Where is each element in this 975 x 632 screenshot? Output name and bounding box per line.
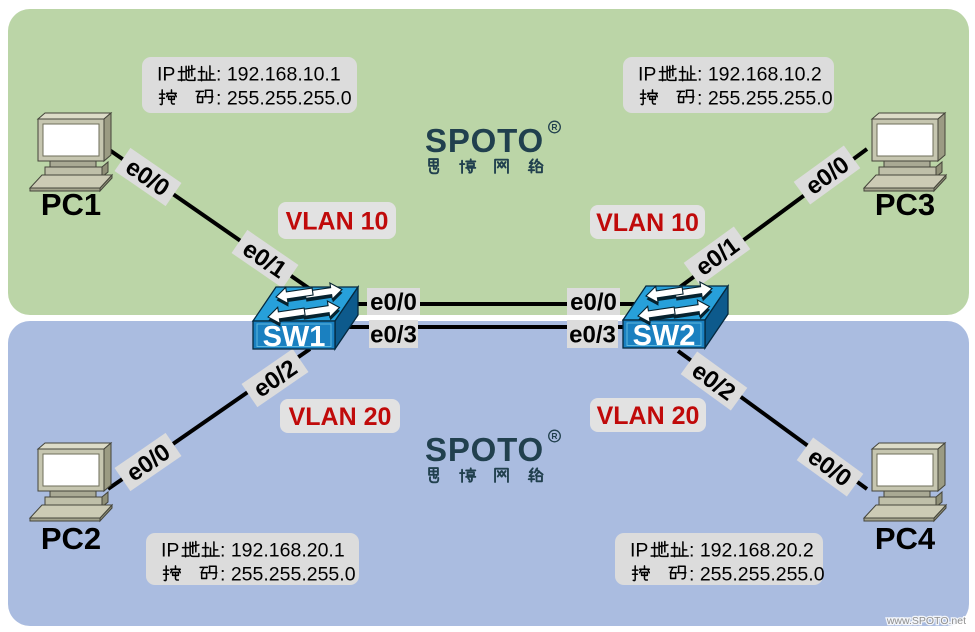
svg-text:: 192.168.10.1: : 192.168.10.1 [216,64,341,86]
svg-text:R: R [551,431,557,441]
svg-text:: 192.168.20.1: : 192.168.20.1 [220,540,345,562]
svg-text:R: R [551,122,557,132]
svg-text:: 192.168.20.2: : 192.168.20.2 [689,540,814,562]
svg-text:www.SPOTO.net: www.SPOTO.net [886,615,966,627]
svg-text:SW2: SW2 [633,320,696,352]
svg-text:PC3: PC3 [875,187,935,222]
svg-text:e0/0: e0/0 [570,289,617,316]
svg-text:IP: IP [157,64,175,86]
svg-text:: 192.168.10.2: : 192.168.10.2 [697,64,822,86]
svg-text:VLAN 20: VLAN 20 [597,402,700,430]
svg-text:PC2: PC2 [41,521,101,556]
svg-text:SPOTO: SPOTO [425,431,544,468]
svg-text:e0/0: e0/0 [370,289,417,316]
svg-text:e0/3: e0/3 [370,322,417,349]
svg-text:www.SPOTO.net: www.SPOTO.net [886,615,966,627]
svg-text:IP: IP [161,540,179,562]
svg-text:PC4: PC4 [875,521,936,556]
svg-text:VLAN 10: VLAN 10 [286,208,389,236]
svg-text:SPOTO: SPOTO [425,122,544,159]
svg-text:VLAN 10: VLAN 10 [596,209,699,237]
svg-text:e0/3: e0/3 [569,322,616,349]
svg-text:: 255.255.255.0: : 255.255.255.0 [697,88,833,110]
svg-text:: 255.255.255.0: : 255.255.255.0 [220,564,356,586]
svg-text:PC1: PC1 [41,187,101,222]
svg-text:IP: IP [638,64,656,86]
svg-text:SW1: SW1 [263,321,326,353]
svg-text:VLAN 20: VLAN 20 [289,403,392,431]
svg-text:IP: IP [630,540,648,562]
svg-text:: 255.255.255.0: : 255.255.255.0 [216,88,352,110]
svg-text:: 255.255.255.0: : 255.255.255.0 [689,564,825,586]
